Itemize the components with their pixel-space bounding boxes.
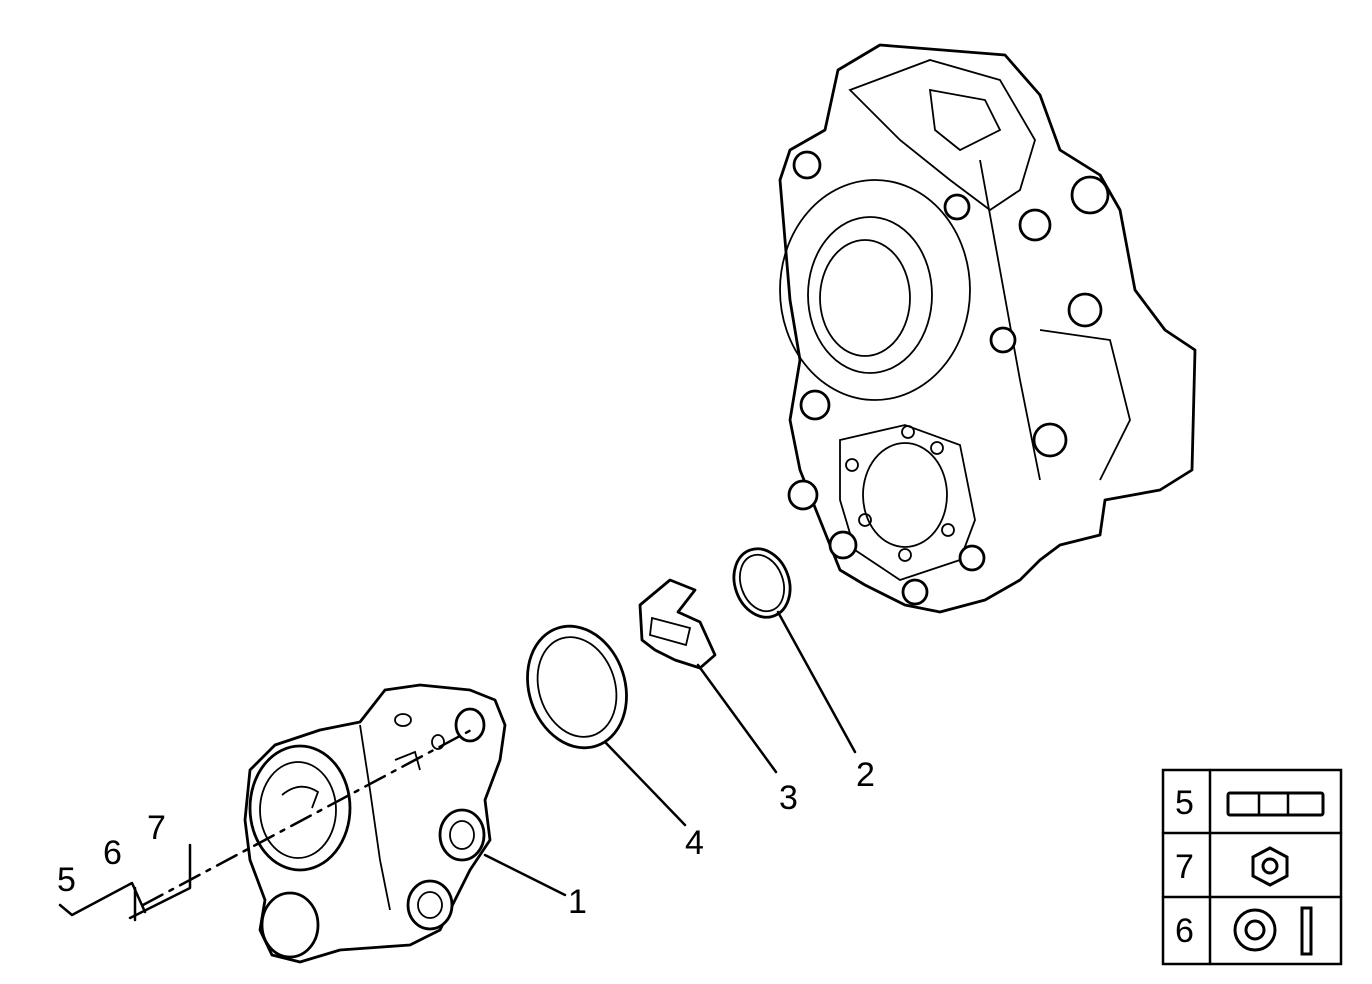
gasket-ring-large	[526, 624, 687, 827]
legend-row-number: 6	[1175, 912, 1194, 950]
callout-1: 1	[568, 883, 587, 921]
washer-icon	[1233, 906, 1313, 956]
coupling-dog	[638, 578, 778, 774]
bolt-axis-leader	[58, 726, 477, 922]
legend-row-number: 7	[1175, 848, 1194, 886]
bolt-side-icon	[1226, 791, 1325, 817]
callout-3: 3	[779, 779, 798, 817]
legend-row-number: 5	[1175, 784, 1194, 822]
timing-cover-housing	[778, 43, 1197, 614]
callout-2: 2	[856, 756, 875, 794]
hardware-legend-table: 5 7 6	[1161, 768, 1343, 966]
pump-body	[243, 683, 567, 964]
hex-nut-icon	[1251, 846, 1289, 887]
callout-6: 6	[103, 834, 122, 872]
callout-4: 4	[685, 824, 704, 862]
callout-5: 5	[57, 861, 76, 899]
o-ring-small	[732, 547, 857, 754]
callout-7: 7	[147, 809, 166, 847]
